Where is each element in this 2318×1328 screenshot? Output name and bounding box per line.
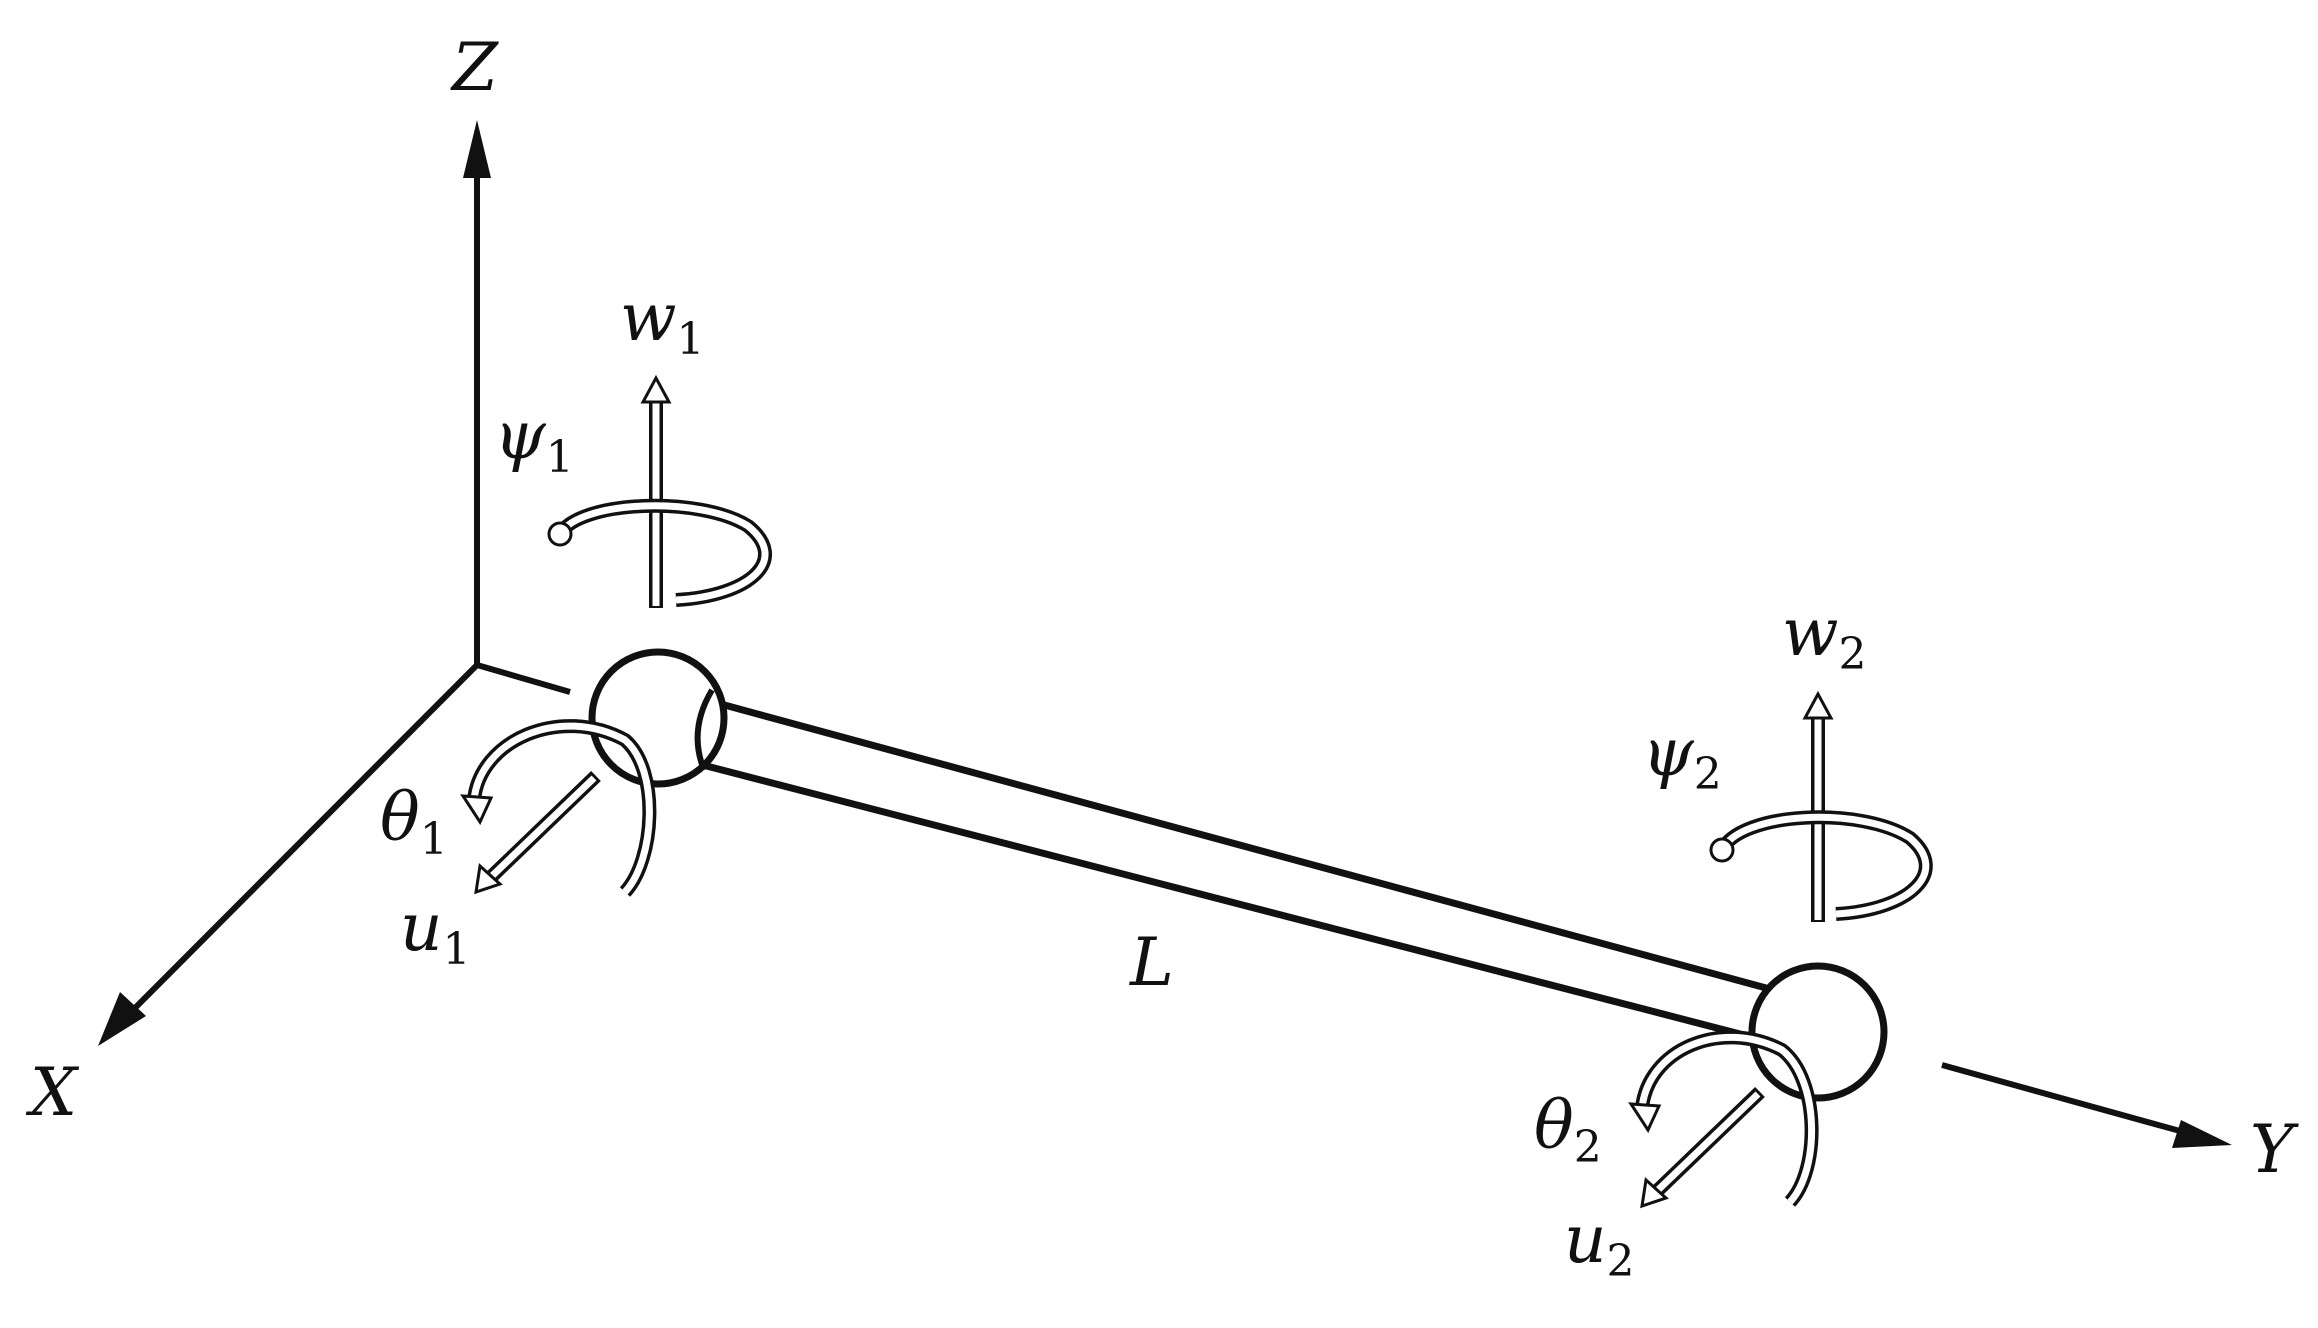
y-axis-arrowhead	[2172, 1120, 2232, 1148]
psi1-label: ψ1	[494, 397, 574, 483]
beam-end-cap-1	[694, 688, 715, 772]
x-axis	[125, 662, 480, 1018]
node-1-dofs	[460, 374, 772, 897]
psi2-label: ψ2	[1642, 714, 1722, 800]
x-axis-label: X	[25, 1054, 80, 1131]
u1-arrow-icon	[474, 863, 503, 895]
theta2-label: θ2	[1534, 1087, 1602, 1173]
psi1-rotation-icon	[547, 521, 573, 547]
w1-label: w1	[620, 279, 705, 365]
w1-arrow-icon	[640, 374, 672, 404]
y-axis-segment-origin	[476, 662, 571, 695]
x-axis-arrowhead	[98, 992, 146, 1046]
beam-element	[588, 648, 1888, 1102]
u2-label: u2	[1564, 1201, 1635, 1287]
coordinate-axes	[98, 120, 2232, 1148]
theta2-rotation-icon	[1628, 1102, 1662, 1134]
node-2	[1748, 962, 1888, 1102]
z-axis-arrowhead	[463, 120, 491, 178]
u1-label: u1	[400, 889, 471, 975]
beam-bottom-edge	[694, 759, 1768, 1045]
z-axis-label: Z	[450, 29, 499, 106]
u2-arrow-icon	[1640, 1177, 1669, 1209]
psi2-rotation-icon	[1709, 837, 1735, 863]
theta1-label: θ1	[380, 779, 448, 865]
w2-arrow-icon	[1802, 690, 1834, 720]
node-2-dofs	[1628, 690, 1933, 1209]
w2-label: w2	[1782, 594, 1867, 680]
beam-top-edge	[694, 693, 1793, 999]
length-label: L	[1129, 924, 1174, 1001]
y-axis-label: Y	[2250, 1111, 2299, 1188]
node-1	[588, 648, 728, 788]
theta1-rotation-icon	[460, 794, 494, 826]
y-axis	[1941, 1062, 2181, 1134]
